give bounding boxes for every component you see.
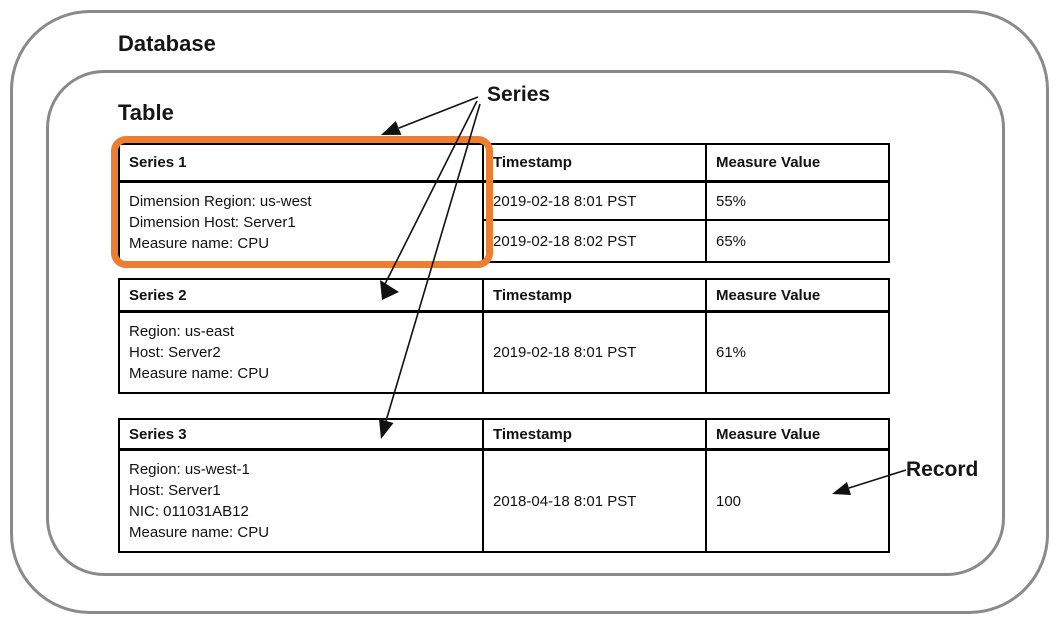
table-row: Series 2 Timestamp Measure Value: [118, 278, 890, 313]
timestamp-header-cell: Timestamp: [482, 418, 707, 451]
measure-value-cell: 61%: [705, 310, 890, 394]
database-frame: [10, 10, 1049, 614]
series-annotation-label: Series: [487, 83, 551, 106]
dimension-line: Host: Server1: [129, 482, 221, 499]
table-row: 2019-02-18 8:02 PST 65%: [119, 219, 890, 263]
dimension-line: Region: us-east: [129, 323, 235, 340]
series-1-table: Series 1 Timestamp Measure Value Dimensi…: [118, 143, 890, 263]
dimension-line: Dimension Host: Server1: [129, 213, 296, 231]
series-header-cell: Series 1: [118, 143, 484, 183]
dimension-line: Measure name: CPU: [129, 365, 270, 382]
dimension-line: NIC: 011031AB12: [129, 503, 249, 520]
table-row: Series 1 Timestamp Measure Value: [118, 143, 890, 183]
dimensions-cell: Region: us-east Host: Server2 Measure na…: [118, 310, 484, 394]
timestamp-cell: 2019-02-18 8:01 PST: [482, 310, 707, 394]
dimension-line: Host: Server2: [129, 344, 221, 361]
series-header-cell: Series 2: [118, 278, 484, 313]
dimension-line: Measure name: CPU: [129, 524, 270, 541]
measure-value-cell: 100: [705, 448, 890, 553]
timestamp-cell: 2018-04-18 8:01 PST: [482, 448, 707, 553]
table-label: Table: [118, 100, 174, 125]
table-row: Series 3 Timestamp Measure Value: [118, 418, 890, 451]
measure-header-cell: Measure Value: [705, 418, 890, 451]
series-2-table: Series 2 Timestamp Measure Value Region:…: [118, 278, 890, 394]
dimension-line: Region: us-west-1: [129, 461, 250, 478]
timestamp-header-cell: Timestamp: [482, 278, 707, 313]
table-row: Region: us-east Host: Server2 Measure na…: [118, 310, 890, 394]
timestamp-header-cell: Timestamp: [482, 143, 707, 183]
table-row: Dimension Region: us-west Dimension Host…: [118, 180, 890, 263]
dimensions-cell: Region: us-west-1 Host: Server1 NIC: 011…: [118, 448, 484, 553]
series-header-cell: Series 3: [118, 418, 484, 451]
measure-header-cell: Measure Value: [705, 143, 890, 183]
table-row: Region: us-west-1 Host: Server1 NIC: 011…: [118, 448, 890, 553]
series-3-table: Series 3 Timestamp Measure Value Region:…: [118, 418, 890, 553]
measure-value-cell: 55%: [705, 180, 890, 221]
dimension-line: Measure name: CPU: [129, 234, 270, 252]
record-annotation-label: Record: [906, 458, 979, 481]
database-label: Database: [118, 31, 216, 56]
dimensions-cell: Dimension Region: us-west Dimension Host…: [118, 180, 484, 263]
measure-header-cell: Measure Value: [705, 278, 890, 313]
timestamp-cell: 2019-02-18 8:02 PST: [482, 219, 707, 263]
dimension-line: Dimension Region: us-west: [129, 192, 312, 210]
timestamp-cell: 2019-02-18 8:01 PST: [482, 180, 707, 221]
measure-value-cell: 65%: [705, 219, 890, 263]
table-frame: [46, 70, 1005, 576]
